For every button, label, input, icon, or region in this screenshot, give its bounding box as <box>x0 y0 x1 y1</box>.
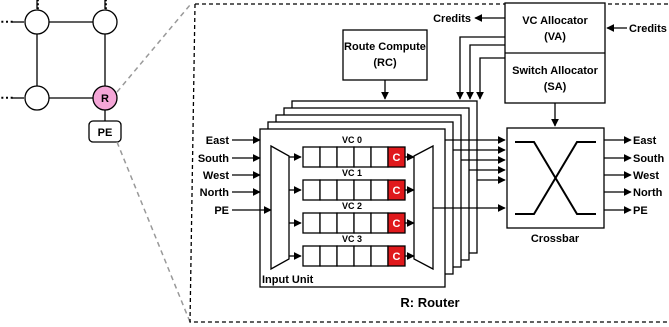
output-port-label: PE <box>633 205 648 217</box>
vc-allocator-title: VC Allocator <box>522 15 588 27</box>
output-mux <box>413 144 434 271</box>
flit-buffer-slot <box>302 212 321 234</box>
flit-buffer-slot <box>353 212 372 234</box>
flit-buffer-slot <box>353 179 372 201</box>
flit-buffer-slot <box>336 179 355 201</box>
vc-label: VC 2 <box>342 201 362 211</box>
output-port-label: South <box>633 153 664 165</box>
flit-buffer-slot <box>370 179 389 201</box>
output-port-label: North <box>633 187 663 199</box>
route-compute-box <box>342 29 428 81</box>
flit-buffer-slot <box>353 245 372 267</box>
credits-in-label: Credits <box>629 23 667 35</box>
credit-cell-label: C <box>393 185 401 197</box>
output-port-label: East <box>633 135 657 147</box>
mesh-network: ⋯ ⋯ ⋮ ⋮ R PE <box>0 0 122 143</box>
ellipsis-left-bottom: ⋯ <box>0 89 14 105</box>
input-unit-label: Input Unit <box>262 274 314 286</box>
input-port-label: West <box>203 170 229 182</box>
credit-cell-label: C <box>393 152 401 164</box>
mesh-node <box>92 9 118 35</box>
input-port-label: North <box>200 187 230 199</box>
flit-buffer-slot <box>302 179 321 201</box>
vc-label: VC 0 <box>342 135 362 145</box>
zoom-line-bottom <box>116 141 191 323</box>
zoom-line-top <box>116 4 191 93</box>
input-port-label: South <box>198 153 229 165</box>
flit-buffer-slot <box>319 245 338 267</box>
flit-buffer-slot <box>302 146 321 168</box>
ellipsis-top-left: ⋮ <box>32 0 44 11</box>
credits-out-label: Credits <box>433 13 471 25</box>
switch-allocator-abbr: (SA) <box>544 81 567 93</box>
router-caption: R: Router <box>400 295 459 310</box>
flit-buffer-slot <box>319 212 338 234</box>
flit-buffer-slot <box>370 212 389 234</box>
input-demux <box>270 144 290 271</box>
vc-row: VC 3 C <box>289 234 415 267</box>
crossbar-label: Crossbar <box>531 233 580 245</box>
vc-label: VC 3 <box>342 234 362 244</box>
ellipsis-top-right: ⋮ <box>100 0 112 11</box>
vc-row: VC 1 C <box>289 168 415 201</box>
input-port-label: PE <box>214 205 229 217</box>
flit-buffer-slot <box>336 212 355 234</box>
flit-buffer-slot <box>319 179 338 201</box>
virtual-channels: VC 0 C VC 1 C VC 2 C VC 3 C <box>289 135 415 267</box>
output-port-label: West <box>633 170 659 182</box>
credit-cell-label: C <box>393 251 401 263</box>
route-compute-title: Route Compute <box>344 41 426 53</box>
pe-node <box>88 120 122 143</box>
mesh-node <box>24 9 50 35</box>
flit-buffer-slot <box>370 245 389 267</box>
flit-buffer-slot <box>353 146 372 168</box>
switch-allocator-title: Switch Allocator <box>512 65 598 77</box>
vc-allocator-abbr: (VA) <box>544 31 566 43</box>
pe-node-label: PE <box>98 127 113 139</box>
vc-row: VC 2 C <box>289 201 415 234</box>
vc-row: VC 0 C <box>289 135 415 168</box>
flit-buffer-slot <box>319 146 338 168</box>
input-port-label: East <box>206 135 230 147</box>
flit-buffer-slot <box>302 245 321 267</box>
flit-buffer-slot <box>336 245 355 267</box>
flit-buffer-slot <box>336 146 355 168</box>
mesh-node <box>24 85 50 111</box>
credit-cell-label: C <box>393 218 401 230</box>
flit-buffer-slot <box>370 146 389 168</box>
route-compute-abbr: (RC) <box>373 57 397 69</box>
vc-label: VC 1 <box>342 168 362 178</box>
router-node-label: R <box>101 93 109 105</box>
unit-to-crossbar-links <box>433 136 506 212</box>
ellipsis-left-top: ⋯ <box>0 13 14 29</box>
crossbar-path-b <box>515 141 596 215</box>
